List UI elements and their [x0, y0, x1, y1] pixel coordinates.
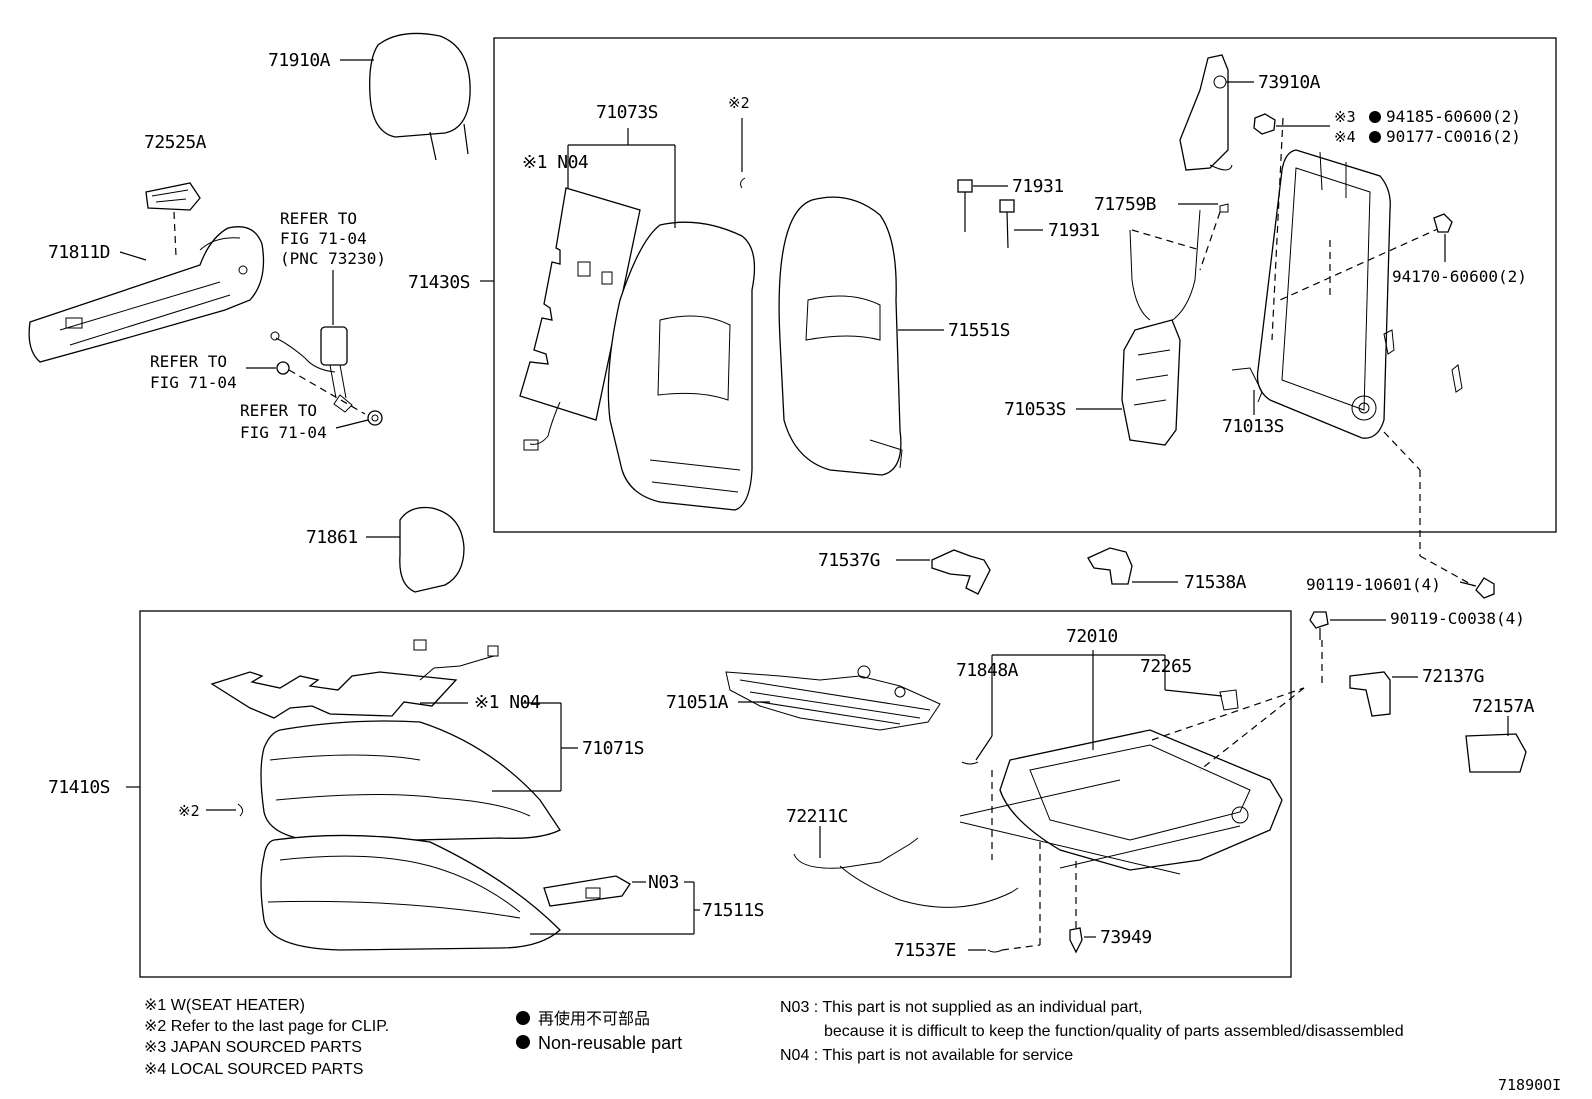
refer-bolt-a[interactable]: [276, 361, 290, 375]
pad-71861-part[interactable]: [399, 506, 465, 593]
label-94185: 94185-60600(2): [1386, 107, 1521, 126]
legend-dot-en: [516, 1035, 530, 1049]
label-71073S: 71073S: [596, 102, 658, 123]
label-90119-10601: 90119-10601(4): [1306, 575, 1441, 594]
label-72137G: 72137G: [1422, 666, 1484, 687]
legend-non-reusable-jp: 再使用不可部品: [538, 1010, 650, 1028]
label-71848A: 71848A: [956, 660, 1019, 681]
label-refer-1a: REFER TO: [280, 209, 357, 228]
label-73949: 73949: [1100, 927, 1152, 948]
seatback-cover-part[interactable]: [607, 221, 756, 511]
seat-spring-71051A[interactable]: [725, 665, 941, 731]
bracket-72137G[interactable]: [1349, 671, 1391, 717]
bolt-90119-C0038[interactable]: [1309, 611, 1329, 640]
cushion-group-box: [139, 610, 1292, 978]
seatback-pad-part[interactable]: [778, 196, 903, 476]
label-mark2-top: ※2: [728, 94, 750, 112]
label-n04-top: ※1 N04: [522, 152, 588, 173]
headrest-support-a[interactable]: [957, 179, 973, 232]
small-bracket-right: [1383, 329, 1463, 393]
clip-71848A[interactable]: [961, 761, 979, 765]
label-71430S: 71430S: [408, 272, 470, 293]
label-71013S: 71013S: [1222, 416, 1284, 437]
cushion-heater-mat[interactable]: [210, 639, 499, 719]
clip-71537E[interactable]: [987, 949, 1003, 953]
legend-dot-jp: [516, 1011, 530, 1025]
bolt-94185[interactable]: [1253, 113, 1276, 135]
seatback-heater-mat[interactable]: [519, 187, 641, 451]
label-71538A: 71538A: [1184, 572, 1247, 593]
non-reusable-dot-1: [1369, 111, 1381, 123]
label-71410S: 71410S: [48, 777, 110, 798]
label-73910A: 73910A: [1258, 72, 1321, 93]
cushion-bracket-n03[interactable]: [543, 875, 631, 907]
label-72211C: 72211C: [786, 806, 848, 827]
cushion-pad-part[interactable]: [260, 834, 561, 951]
headrest-part[interactable]: [369, 32, 471, 161]
refer-nut-b[interactable]: [367, 410, 383, 426]
label-n04-bottom: ※1 N04: [474, 692, 540, 713]
label-71071S: 71071S: [582, 738, 644, 759]
label-71511S: 71511S: [702, 900, 764, 921]
legend-non-reusable-en: Non-reusable part: [538, 1033, 682, 1053]
seatback-frame-71013S[interactable]: [1231, 149, 1391, 439]
headrest-support-b[interactable]: [999, 199, 1015, 249]
label-mark3: ※3: [1334, 108, 1356, 126]
wire-harness-71759B[interactable]: [1129, 203, 1229, 323]
label-71931-b: 71931: [1048, 220, 1100, 241]
label-mark2-bottom: ※2: [178, 802, 200, 820]
label-94170: 94170-60600(2): [1392, 267, 1527, 286]
clip-top-icon: [740, 177, 746, 189]
note-clip: ※2 Refer to the last page for CLIP.: [144, 1018, 389, 1035]
label-71537G: 71537G: [818, 550, 880, 571]
seatback-group-box: [493, 37, 1557, 533]
side-trim-73910A[interactable]: [1179, 54, 1233, 171]
figure-id: 71890OI: [1498, 1076, 1561, 1094]
note-n03-line1: N03 : This part is not supplied as an in…: [780, 999, 1143, 1016]
note-japan-sourced: ※3 JAPAN SOURCED PARTS: [144, 1039, 362, 1056]
label-71051A: 71051A: [666, 692, 729, 713]
label-72157A: 72157A: [1472, 696, 1535, 717]
trim-cover-small-part[interactable]: [145, 182, 201, 211]
label-71811D: 71811D: [48, 242, 110, 263]
label-72010: 72010: [1066, 626, 1118, 647]
cushion-cover-part[interactable]: [260, 720, 561, 843]
label-refer-2b: FIG 71-04: [150, 373, 237, 392]
label-71931-a: 71931: [1012, 176, 1064, 197]
label-mark4: ※4: [1334, 128, 1356, 146]
label-71551S: 71551S: [948, 320, 1010, 341]
label-71759B: 71759B: [1094, 194, 1156, 215]
label-refer-2a: REFER TO: [150, 352, 227, 371]
nut-94170[interactable]: [1433, 213, 1453, 233]
label-refer-1b: FIG 71-04: [280, 229, 367, 248]
fastener-73949[interactable]: [1069, 927, 1083, 954]
bracket-71538A[interactable]: [1087, 547, 1133, 585]
label-refer-3b: FIG 71-04: [240, 423, 327, 442]
label-90177: 90177-C0016(2): [1386, 127, 1521, 146]
lumbar-support-71053S[interactable]: [1121, 319, 1181, 446]
rod-72211C[interactable]: [793, 837, 1019, 908]
clip-bottom-icon: [237, 803, 244, 817]
non-reusable-dot-2: [1369, 131, 1381, 143]
label-71053S: 71053S: [1004, 399, 1066, 420]
label-refer-3a: REFER TO: [240, 401, 317, 420]
label-72265: 72265: [1140, 656, 1192, 677]
label-refer-1c: (PNC 73230): [280, 249, 386, 268]
note-local-sourced: ※4 LOCAL SOURCED PARTS: [144, 1061, 363, 1078]
label-90119-C0038: 90119-C0038(4): [1390, 609, 1525, 628]
label-71910A: 71910A: [268, 50, 331, 71]
note-n04: N04 : This part is not available for ser…: [780, 1047, 1073, 1064]
cover-72157A[interactable]: [1465, 733, 1527, 773]
label-n03: N03: [648, 872, 679, 893]
seat-belt-buckle[interactable]: [270, 326, 353, 413]
bracket-71537G[interactable]: [931, 549, 991, 595]
label-71537E: 71537E: [894, 940, 956, 961]
note-seat-heater: ※1 W(SEAT HEATER): [144, 997, 305, 1014]
seat-adjuster-72010[interactable]: [959, 689, 1283, 875]
seat-shield-part[interactable]: [28, 226, 265, 363]
label-72525A: 72525A: [144, 132, 207, 153]
note-n03-line2: because it is difficult to keep the func…: [824, 1023, 1404, 1040]
label-71861: 71861: [306, 527, 358, 548]
